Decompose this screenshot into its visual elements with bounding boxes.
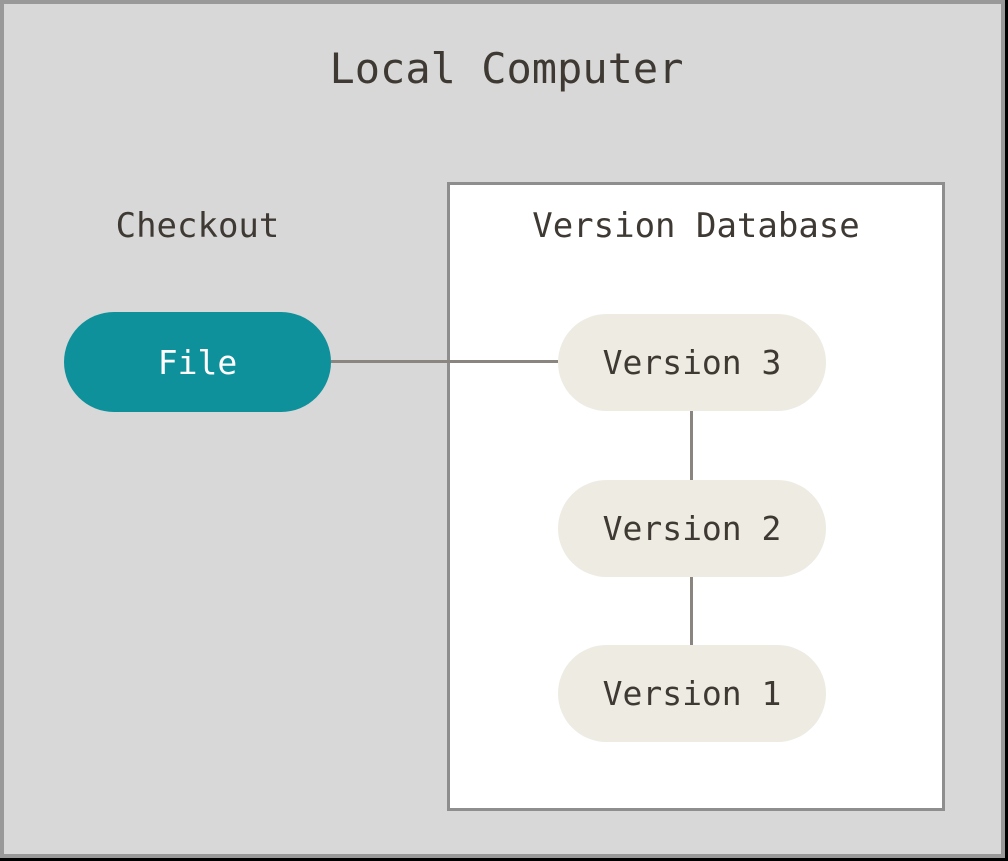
version-node-2: Version 2 xyxy=(558,480,826,577)
diagram-title: Local Computer xyxy=(329,44,684,93)
connector-version3-to-version2 xyxy=(690,411,693,480)
file-node: File xyxy=(64,312,331,412)
version-database-title: Version Database xyxy=(532,206,860,246)
connector-file-to-version3 xyxy=(331,360,558,363)
checkout-label: Checkout xyxy=(115,206,280,246)
version-node-3: Version 3 xyxy=(558,314,826,411)
version-node-1: Version 1 xyxy=(558,645,826,742)
connector-version2-to-version1 xyxy=(690,577,693,645)
